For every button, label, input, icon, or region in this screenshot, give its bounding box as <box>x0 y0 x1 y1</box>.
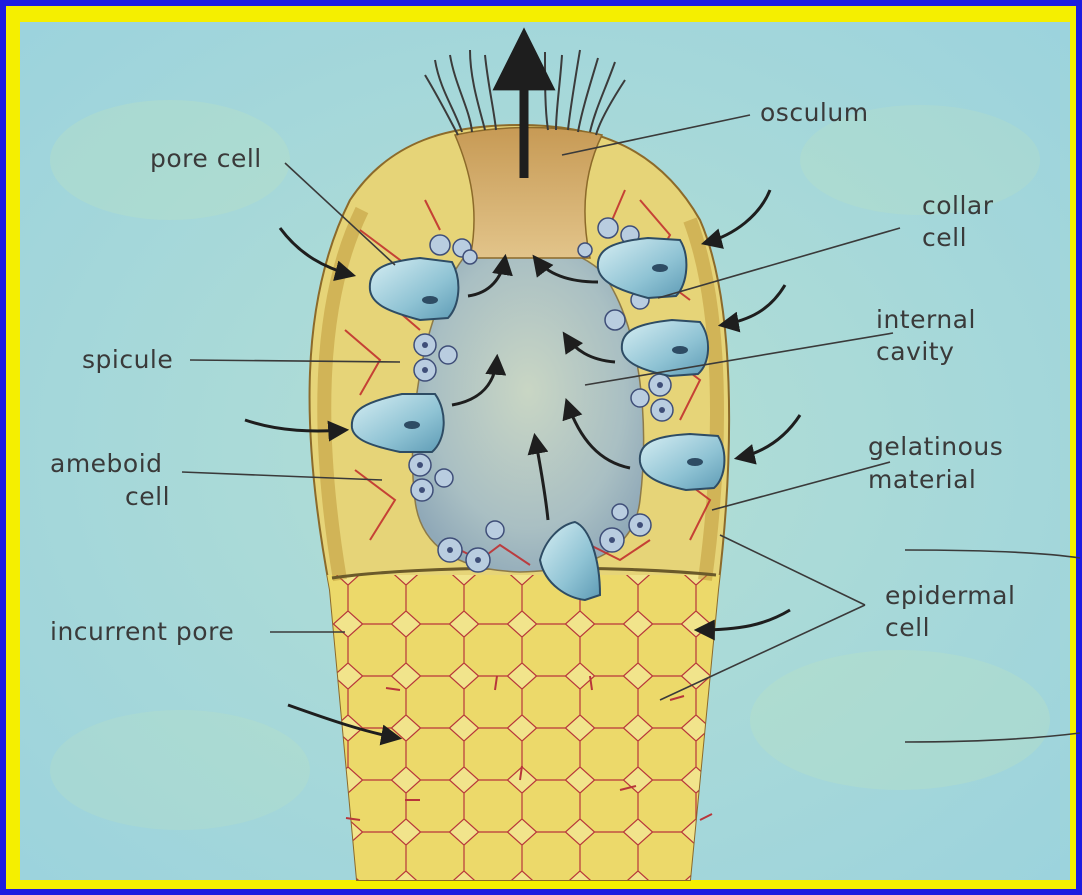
label-incurrent-pore: incurrent pore <box>50 617 234 646</box>
label-internal-cavity-line1: internal <box>876 305 976 334</box>
label-spicule: spicule <box>82 345 173 374</box>
label-epidermal-cell-line1: epidermal <box>885 581 1015 610</box>
label-collar-cell-line2: cell <box>922 223 967 252</box>
label-ameboid-cell-line1: ameboid <box>50 449 163 478</box>
label-osculum: osculum <box>760 98 869 127</box>
label-gelatinous-material-line1: gelatinous <box>868 432 1003 461</box>
label-epidermal-cell-line2: cell <box>885 613 930 642</box>
label-collar-cell-line1: collar <box>922 191 994 220</box>
label-pore-cell: pore cell <box>150 144 262 173</box>
label-ameboid-cell-line2: cell <box>125 482 170 511</box>
label-gelatinous-material-line2: material <box>868 465 976 494</box>
label-internal-cavity-line2: cavity <box>876 337 954 366</box>
